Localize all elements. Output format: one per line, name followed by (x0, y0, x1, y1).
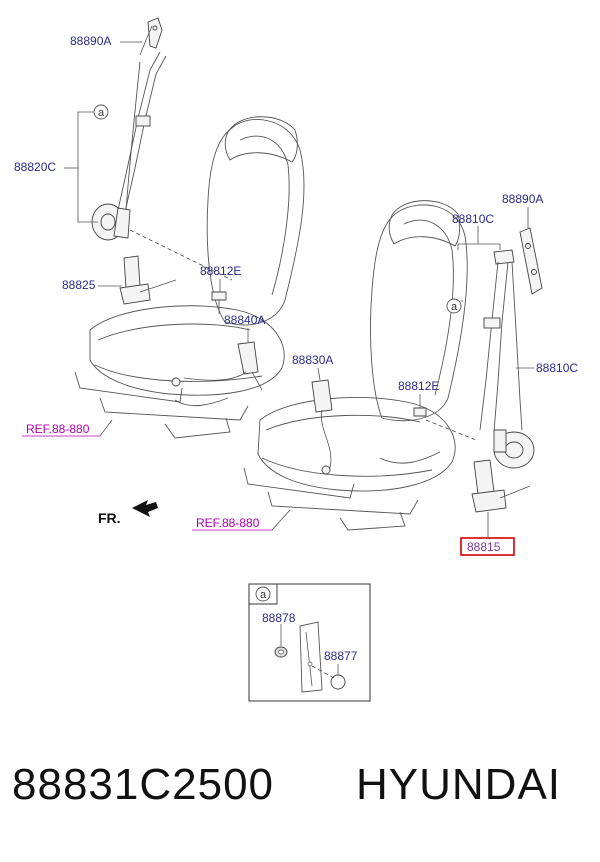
left-belt-assembly (77, 17, 263, 391)
callout-88812e-top: 88812E (200, 264, 241, 278)
callout-88815: 88815 (467, 540, 501, 554)
left-seat (74, 116, 305, 439)
front-arrow: FR. (98, 500, 158, 526)
callout-88825: 88825 (62, 278, 96, 292)
callout-88810c-right: 88810C (536, 361, 578, 375)
callout-88890a-left: 88890A (70, 34, 111, 48)
marker-a-inset: a (260, 589, 267, 601)
footer: 88831C2500 HYUNDAI (0, 760, 600, 830)
right-seat (243, 200, 468, 531)
front-label: FR. (98, 510, 121, 526)
marker-a-right: a (446, 298, 462, 314)
callout-88810c-top: 88810C (452, 212, 494, 226)
brand-name: HYUNDAI (356, 760, 562, 809)
callout-88830a: 88830A (292, 353, 333, 367)
callout-88840a: 88840A (224, 313, 265, 327)
callout-88812e-right: 88812E (398, 379, 439, 393)
ref-left: REF.88-880 (26, 422, 90, 436)
part-number: 88831C2500 (12, 760, 275, 809)
svg-text:a: a (451, 301, 458, 313)
callout-88877: 88877 (324, 649, 358, 663)
callout-88878: 88878 (262, 611, 296, 625)
detail-inset: a 88878 88877 (248, 583, 371, 702)
callout-88890a-right: 88890A (502, 192, 543, 206)
callout-88820c: 88820C (14, 160, 56, 174)
marker-a-left: a (93, 104, 109, 120)
highlight-box-88815 (460, 537, 515, 556)
svg-text:a: a (98, 107, 105, 119)
ref-right: REF.88-880 (196, 516, 260, 530)
right-belt-assembly (311, 226, 543, 513)
